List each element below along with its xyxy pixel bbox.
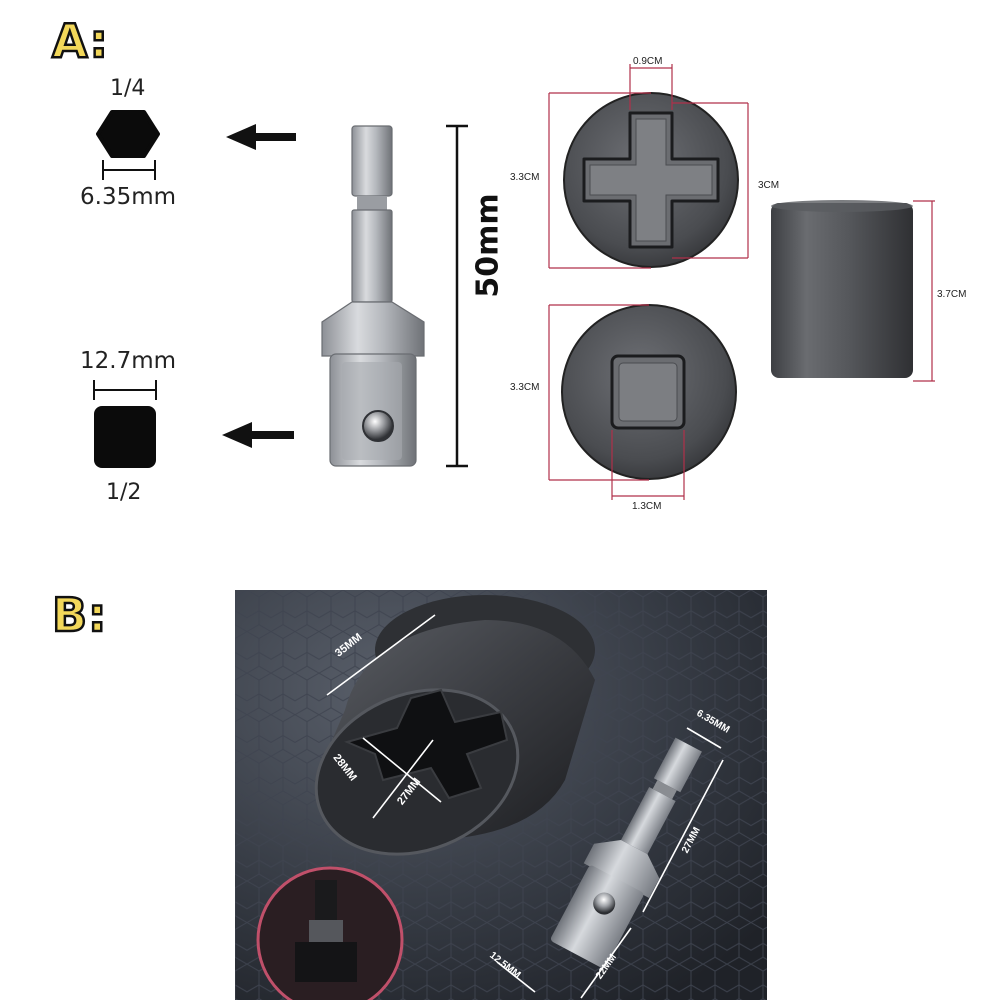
sleeve-height-label: 3.7CM [937, 289, 967, 300]
socket-sleeve [771, 200, 913, 378]
arrow-left-icon [222, 422, 294, 448]
square-socket-face [561, 304, 737, 480]
section-a-label: A: [51, 13, 109, 70]
square-drive-icon [94, 406, 156, 468]
arrow-left-icon [226, 124, 296, 150]
hex-shank-icon [96, 110, 160, 158]
cross-inner-span-label: 3CM [758, 180, 780, 191]
inset-usage-image [256, 866, 404, 1000]
adapter-length-dimension [446, 124, 468, 468]
cross-socket-dimensions [548, 64, 749, 269]
hex-width-dimension [102, 160, 156, 180]
square-socket-dimensions [548, 304, 685, 500]
square-fraction-label: 1/2 [106, 480, 142, 505]
impact-socket [314, 595, 595, 856]
socket-adapter [550, 737, 702, 968]
section-b-label: B: [51, 587, 108, 644]
square-outer-diameter-label: 3.3CM [510, 382, 540, 393]
sleeve-height-dimension [913, 200, 935, 382]
square-width-label: 1.3CM [632, 501, 662, 512]
cross-slot-width-label: 0.9CM [633, 56, 663, 67]
cross-outer-diameter-label: 3.3CM [510, 172, 540, 183]
hex-size-label: 6.35mm [80, 184, 177, 210]
cross-socket-face [563, 92, 739, 268]
adapter-drawing [321, 125, 425, 467]
hex-fraction-label: 1/4 [110, 76, 146, 101]
product-photo [235, 590, 767, 1000]
square-width-dimension [93, 380, 157, 400]
photo-dimension-lines [326, 614, 724, 999]
square-size-label: 12.7mm [80, 348, 177, 374]
product-photo-drawing [235, 590, 767, 1000]
